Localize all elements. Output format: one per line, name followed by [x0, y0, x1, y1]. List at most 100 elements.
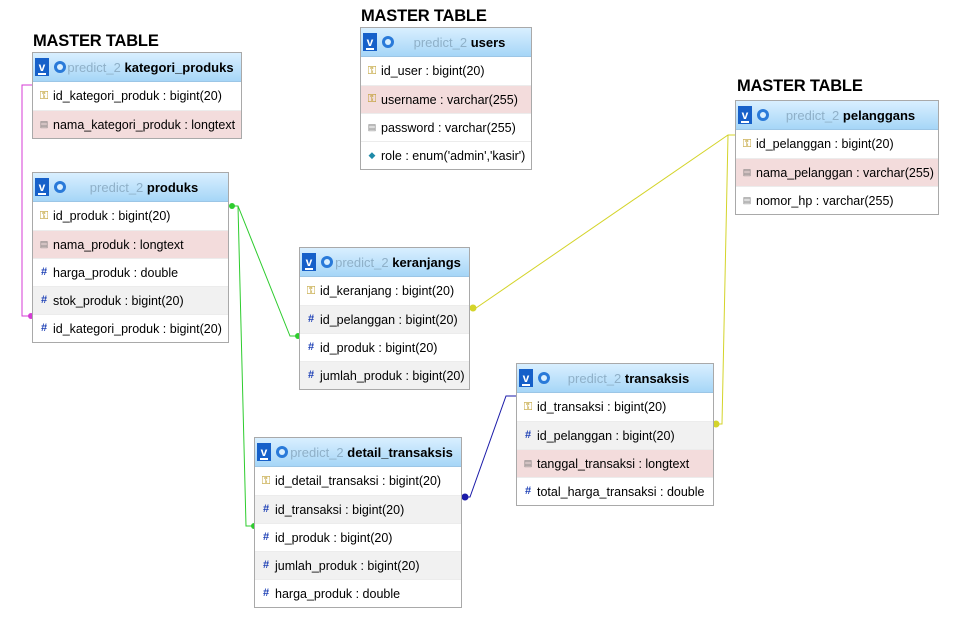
field-label: password : varchar(255): [381, 120, 516, 135]
primary-key-icon: ⚿: [39, 89, 49, 102]
relation-pelanggan-keranjang-end: [469, 304, 477, 312]
numeric-field-icon: #: [307, 341, 315, 353]
numeric-field-icon: #: [40, 266, 48, 278]
primary-key-icon: ⚿: [261, 474, 271, 487]
field-row[interactable]: #harga_produk : double: [33, 258, 228, 286]
field-list: ⚿ id_pelanggan : bigint(20) ▤ nama_pelangga…: [736, 130, 938, 214]
field-row[interactable]: # stok_produk : bigint(20): [33, 286, 228, 314]
table-produks[interactable]: v predict_2 produks ⚿id_produk : bigint(…: [32, 172, 229, 343]
collapse-toggle-icon[interactable]: v: [35, 178, 49, 196]
table-header[interactable]: v predict_2 keranjangs: [300, 248, 469, 277]
field-label: username : varchar(255): [381, 92, 518, 107]
table-header[interactable]: v predict_2 produks: [33, 173, 228, 202]
text-field-icon: ▤: [39, 119, 49, 129]
field-row[interactable]: ▤nomor_hp : varchar(255): [736, 186, 938, 214]
table-kategori-produks[interactable]: v predict_2 kategori_produks ⚿id_kategor…: [32, 52, 242, 139]
table-header[interactable]: v predict_2 kategori_produks: [33, 53, 241, 82]
field-row[interactable]: # id_produk : bigint(20): [300, 333, 469, 361]
table-header[interactable]: v predict_2 transaksis: [517, 364, 713, 393]
gear-icon[interactable]: [276, 446, 288, 458]
field-row[interactable]: # jumlah_produk : bigint(20): [255, 551, 461, 579]
text-field-icon: ▤: [39, 239, 49, 249]
numeric-field-icon: #: [262, 587, 270, 599]
relation-produk-start: [229, 203, 235, 209]
table-keranjangs[interactable]: v predict_2 keranjangs ⚿id_keranjang : b…: [299, 247, 470, 390]
numeric-field-icon: #: [262, 559, 270, 571]
field-row[interactable]: #total_harga_transaksi : double: [517, 477, 713, 505]
field-row[interactable]: #id_pelanggan : bigint(20): [300, 305, 469, 333]
table-title: predict_2 transaksis: [567, 370, 690, 386]
field-label: id_transaksi : bigint(20): [275, 502, 405, 517]
table-title: predict_2 users: [413, 34, 506, 50]
table-detail-transaksis[interactable]: v predict_2 detail_transaksis ⚿ id_detail…: [254, 437, 462, 608]
text-field-icon: ▤: [742, 167, 752, 177]
collapse-toggle-icon[interactable]: v: [738, 106, 752, 124]
gear-icon[interactable]: [321, 256, 333, 268]
field-label: id_detail_transaksi : bigint(20): [275, 474, 442, 488]
field-label: nama_kategori_produk : longtext: [53, 117, 236, 132]
field-row[interactable]: ⚿ id_pelanggan : bigint(20): [736, 130, 938, 158]
gear-icon[interactable]: [54, 181, 66, 193]
field-row[interactable]: #id_pelanggan : bigint(20): [517, 421, 713, 449]
field-row[interactable]: #id_kategori_produk : bigint(20): [33, 314, 228, 342]
field-label: nomor_hp : varchar(255): [756, 193, 894, 208]
field-label: id_pelanggan : bigint(20): [756, 137, 894, 151]
field-row[interactable]: ⚿id_keranjang : bigint(20): [300, 277, 469, 305]
field-row[interactable]: ⚿id_kategori_produk : bigint(20): [33, 82, 241, 110]
numeric-field-icon: #: [307, 369, 315, 381]
numeric-field-icon: #: [40, 294, 48, 306]
field-list: ⚿id_detail_transaksi : bigint(20)#id_tra…: [255, 467, 461, 607]
field-row[interactable]: ▤ nama_kategori_produk : longtext: [33, 110, 241, 138]
field-row[interactable]: #id_transaksi : bigint(20): [255, 495, 461, 523]
table-header[interactable]: v predict_2 pelanggans: [736, 101, 938, 130]
field-label: id_produk : bigint(20): [320, 340, 438, 355]
collapse-toggle-icon[interactable]: v: [257, 443, 271, 461]
primary-key-icon: ⚿: [39, 209, 49, 222]
field-label: nama_produk : longtext: [53, 237, 184, 252]
collapse-toggle-icon[interactable]: v: [302, 253, 316, 271]
primary-key-icon: ⚿: [367, 93, 377, 105]
table-header[interactable]: v predict_2 users: [361, 28, 531, 57]
field-row[interactable]: ▤ nama_pelanggan : varchar(255): [736, 158, 938, 186]
text-field-icon: ▤: [523, 458, 533, 468]
field-label: harga_produk : double: [275, 586, 401, 601]
primary-key-icon: ⚿: [367, 64, 377, 77]
field-row[interactable]: #id_produk : bigint(20): [255, 523, 461, 551]
field-row[interactable]: ▤tanggal_transaksi : longtext: [517, 449, 713, 477]
field-label: total_harga_transaksi : double: [537, 484, 705, 499]
field-row[interactable]: ◆role : enum('admin','kasir'): [361, 141, 531, 169]
field-row[interactable]: ⚿id_produk : bigint(20): [33, 202, 228, 230]
field-row[interactable]: ▤password : varchar(255): [361, 113, 531, 141]
field-list: ⚿id_transaksi : bigint(20)#id_pelanggan …: [517, 393, 713, 505]
field-label: jumlah_produk : bigint(20): [275, 558, 420, 573]
table-header[interactable]: v predict_2 detail_transaksis: [255, 438, 461, 467]
field-row[interactable]: # harga_produk : double: [255, 579, 461, 607]
field-row[interactable]: ⚿ id_detail_transaksi : bigint(20): [255, 467, 461, 495]
table-users[interactable]: v predict_2 users ⚿id_user : bigint(20)⚿…: [360, 27, 532, 170]
field-row[interactable]: ⚿ id_user : bigint(20): [361, 57, 531, 85]
gear-icon[interactable]: [54, 61, 66, 73]
field-label: nama_pelanggan : varchar(255): [756, 165, 934, 180]
field-row[interactable]: ⚿id_transaksi : bigint(20): [517, 393, 713, 421]
relation-pelanggan-transaksi-end: [712, 420, 720, 428]
collapse-toggle-icon[interactable]: v: [363, 33, 377, 51]
field-label: stok_produk : bigint(20): [53, 293, 184, 308]
collapse-toggle-icon[interactable]: v: [35, 58, 49, 76]
field-label: id_keranjang : bigint(20): [320, 284, 455, 298]
field-label: id_user : bigint(20): [381, 64, 485, 78]
collapse-toggle-icon[interactable]: v: [519, 369, 533, 387]
field-row[interactable]: ⚿ username : varchar(255): [361, 85, 531, 113]
field-list: ⚿id_produk : bigint(20) ▤ nama_produk : lo…: [33, 202, 228, 342]
primary-key-icon: ⚿: [742, 137, 752, 150]
gear-icon[interactable]: [757, 109, 769, 121]
field-row[interactable]: ▤ nama_produk : longtext: [33, 230, 228, 258]
table-pelanggans[interactable]: v predict_2 pelanggans ⚿ id_pelanggan : b…: [735, 100, 939, 215]
master-table-label-kategori: MASTER TABLE: [33, 32, 159, 50]
enum-field-icon: ◆: [368, 150, 376, 160]
field-row[interactable]: #jumlah_produk : bigint(20): [300, 361, 469, 389]
table-title: predict_2 detail_transaksis: [290, 444, 453, 460]
table-transaksis[interactable]: v predict_2 transaksis ⚿id_transaksi : b…: [516, 363, 714, 506]
gear-icon[interactable]: [382, 36, 394, 48]
gear-icon[interactable]: [538, 372, 550, 384]
